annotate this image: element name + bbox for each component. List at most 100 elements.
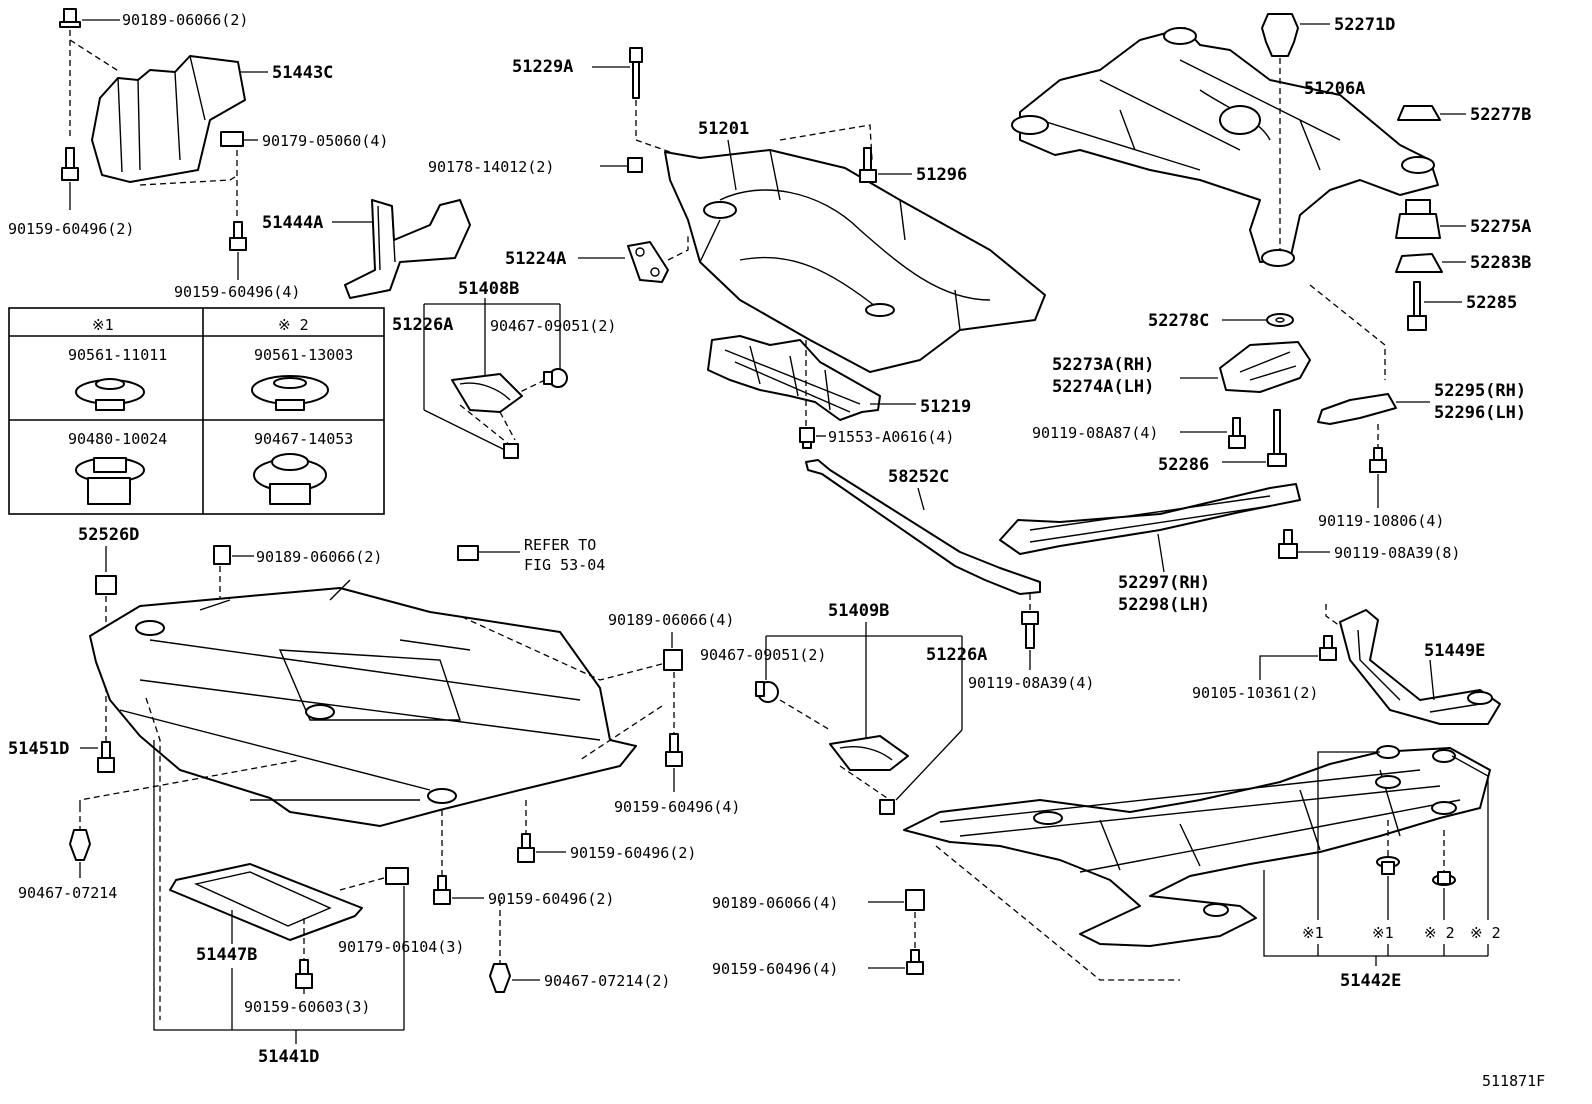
bolt-51296 <box>859 147 877 183</box>
label-90189-06066-2b: 90189-06066(2) <box>256 548 382 566</box>
label-52274A: 52274A(LH) <box>1052 377 1154 397</box>
label-51296: 51296 <box>916 165 967 185</box>
bolt-91553 <box>799 427 815 449</box>
label-refer-to: REFER TO <box>524 536 596 554</box>
clip-90467-14053 <box>253 453 327 505</box>
clip-refer <box>457 545 479 561</box>
label-52275A: 52275A <box>1470 217 1531 237</box>
label-90467-07214: 90467-07214 <box>18 884 117 902</box>
label-51219: 51219 <box>920 397 971 417</box>
clip-90561-13003 <box>251 375 329 411</box>
label-52526D: 52526D <box>78 525 139 545</box>
label-90159-60496-2: 90159-60496(2) <box>8 220 134 238</box>
bolt-90159-mid <box>229 221 247 251</box>
label-91553: 91553-A0616(4) <box>828 428 954 446</box>
clip-90467-07214-b <box>489 963 511 993</box>
label-51447B: 51447B <box>196 945 257 965</box>
label-51226A: 51226A <box>392 315 453 335</box>
part-52271D <box>1261 13 1299 57</box>
nut-51226A <box>503 443 519 459</box>
label-90159-60496-2b: 90159-60496(2) <box>570 844 696 862</box>
bolt-52285 <box>1407 281 1427 331</box>
clip-90189-top <box>59 8 81 28</box>
part-52275A <box>1395 199 1441 239</box>
clip-m1-top <box>1376 745 1400 759</box>
figure-number: 511871F <box>1482 1072 1545 1090</box>
label-90159-60496-4b: 90159-60496(4) <box>614 798 740 816</box>
label-m2-b: ※ 2 <box>1470 924 1501 942</box>
label-58252C: 58252C <box>888 467 949 487</box>
bolt-90119-08A39-8 <box>1278 529 1298 559</box>
label-51444A: 51444A <box>262 213 323 233</box>
nut-52526D <box>95 575 117 595</box>
table-head-1: ※1 <box>92 316 114 334</box>
bolt-90105-10361 <box>1319 635 1337 661</box>
nut-90480-10024 <box>75 457 145 505</box>
part-52278C <box>1266 313 1294 327</box>
label-90189-06066-4: 90189-06066(4) <box>608 611 734 629</box>
bolt-90119-10806 <box>1369 447 1387 473</box>
part-51206A <box>1011 27 1439 267</box>
clip-m2-top <box>1432 749 1456 763</box>
nut-51226A-b <box>879 799 895 815</box>
label-51408B: 51408B <box>458 279 519 299</box>
part-51442E <box>903 747 1491 947</box>
label-51206A: 51206A <box>1304 79 1365 99</box>
label-52296: 52296(LH) <box>1434 403 1526 423</box>
part-52277B <box>1397 105 1441 121</box>
label-90179-06104: 90179-06104(3) <box>338 938 464 956</box>
part-52295 <box>1317 393 1397 425</box>
clip-m2-bottom <box>1432 871 1456 886</box>
label-90159-60496-4c: 90159-60496(4) <box>712 960 838 978</box>
clip-90467-09051b <box>755 681 779 703</box>
bolt-90159-left <box>61 147 79 181</box>
bolt-51451D <box>97 741 115 773</box>
bolt-90159-60496-2b <box>517 833 535 863</box>
label-52286: 52286 <box>1158 455 1209 475</box>
part-51219 <box>707 335 881 421</box>
label-52295: 52295(RH) <box>1434 381 1526 401</box>
clip-m1-bottom <box>1376 856 1400 875</box>
part-51224A <box>627 241 669 283</box>
label-51443C: 51443C <box>272 63 333 83</box>
label-51226A-b: 51226A <box>926 645 987 665</box>
label-90159-60603: 90159-60603(3) <box>244 998 370 1016</box>
label-51224A: 51224A <box>505 249 566 269</box>
part-52297 <box>999 483 1301 555</box>
label-90159-60496-4: 90159-60496(4) <box>174 283 300 301</box>
label-m1-b: ※1 <box>1372 924 1394 942</box>
clip-90189-06066-4b <box>905 889 925 911</box>
part-51443C <box>91 55 246 183</box>
part-51409B <box>829 735 909 771</box>
bolt-90119-08A39-4 <box>1021 611 1039 649</box>
label-90467-07214-2: 90467-07214(2) <box>544 972 670 990</box>
label-51449E: 51449E <box>1424 641 1485 661</box>
label-52285: 52285 <box>1466 293 1517 313</box>
nut-90178 <box>627 157 643 173</box>
label-90467-09051: 90467-09051(2) <box>490 317 616 335</box>
label-90189-06066-4b: 90189-06066(4) <box>712 894 838 912</box>
label-90119-08A87: 90119-08A87(4) <box>1032 424 1158 442</box>
table-head-2: ※ 2 <box>278 316 309 334</box>
table-r1c1: 90561-11011 <box>68 346 167 364</box>
table-r1c2: 90561-13003 <box>254 346 353 364</box>
label-fig-53-04: FIG 53-04 <box>524 556 605 574</box>
label-90159-60496-2c: 90159-60496(2) <box>488 890 614 908</box>
clip-90467-09051 <box>543 368 568 388</box>
table-r2c2: 90467-14053 <box>254 430 353 448</box>
label-m2-a: ※ 2 <box>1424 924 1455 942</box>
part-52283B <box>1395 253 1443 273</box>
label-51229A: 51229A <box>512 57 573 77</box>
table-r2c1: 90480-10024 <box>68 430 167 448</box>
label-90119-10806: 90119-10806(4) <box>1318 512 1444 530</box>
bolt-52286 <box>1267 409 1287 467</box>
bolt-90159-60603 <box>295 959 313 989</box>
part-51408B <box>451 373 523 413</box>
bolt-90159-60496-2c <box>433 875 451 905</box>
part-51444A <box>344 199 471 299</box>
label-52273A: 52273A(RH) <box>1052 355 1154 375</box>
part-52273A <box>1219 341 1311 393</box>
part-58252C <box>805 459 1041 595</box>
label-51451D: 51451D <box>8 739 69 759</box>
label-52283B: 52283B <box>1470 253 1531 273</box>
